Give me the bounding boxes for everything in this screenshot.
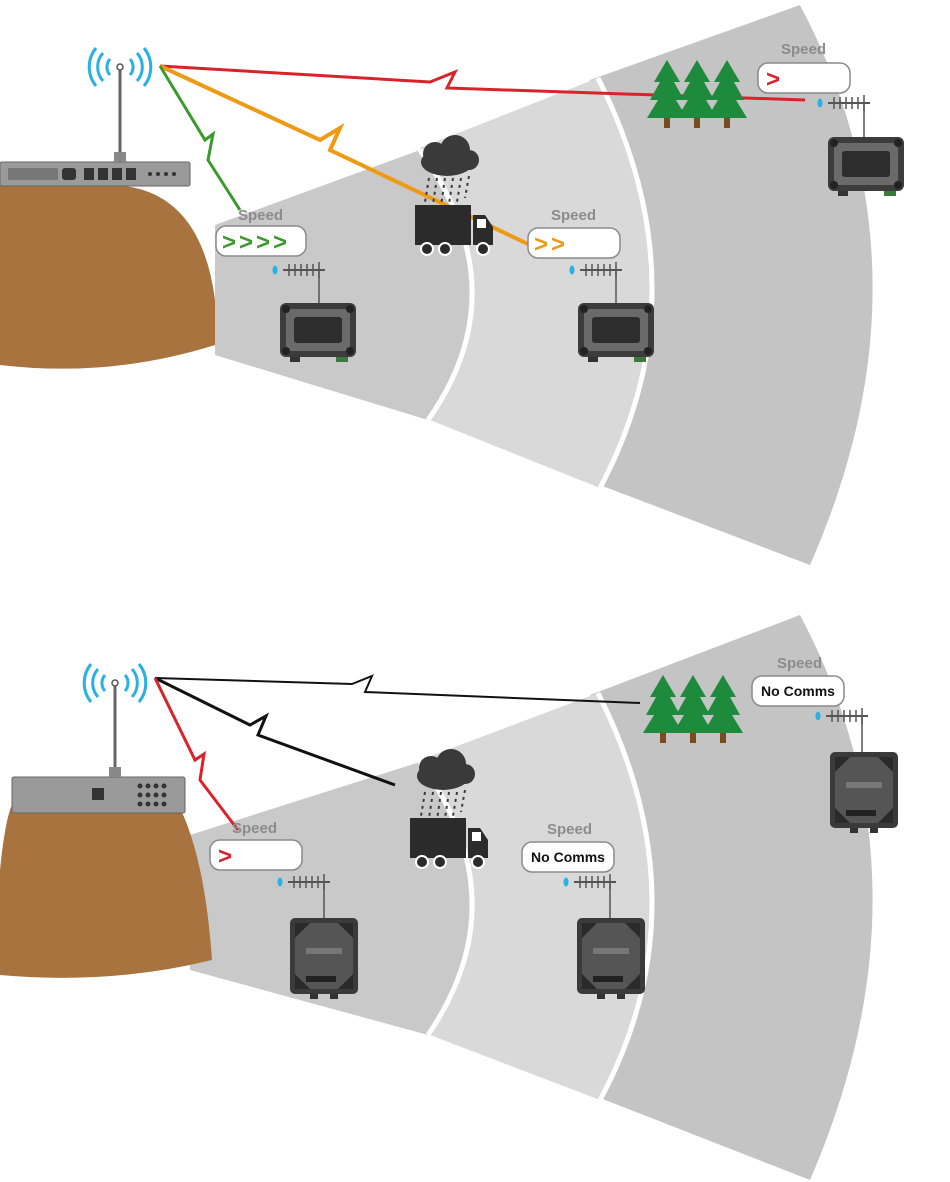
top-ground-hill [0, 184, 215, 369]
top-link-near [160, 66, 240, 210]
bottom-near-speed-label: Speed [232, 820, 277, 837]
bottom-near-remote-radio-icon [290, 918, 358, 999]
bottom-far-speed-label: Speed [777, 655, 822, 672]
bottom-far-remote-radio-icon [830, 752, 898, 833]
top-panel: Speed >>>> Speed >> Speed > [0, 5, 904, 565]
bottom-panel: Speed > Speed No Comms Speed No Comms [0, 615, 898, 1180]
top-far-remote-radio-icon [828, 137, 904, 196]
top-far-speed-value: > [766, 66, 780, 93]
bottom-mid-speed-value: No Comms [531, 849, 605, 865]
top-base-station [0, 162, 190, 186]
top-mid-remote-radio-icon [578, 303, 654, 362]
top-near-speed-value: >>>> [222, 229, 290, 256]
bottom-mid-remote-radio-icon [577, 918, 645, 999]
bottom-base-antenna-icon [84, 664, 146, 777]
top-mid-speed-value: >> [534, 231, 568, 258]
bottom-link-far [155, 676, 640, 703]
bottom-near-speed-value: > [218, 843, 232, 870]
bottom-base-station [12, 777, 185, 813]
bottom-trees-icon [643, 675, 743, 743]
bottom-mid-speed-label: Speed [547, 821, 592, 838]
top-trees-icon [647, 60, 747, 128]
bottom-link-mid [155, 678, 395, 785]
top-near-remote-radio-icon [280, 303, 356, 362]
top-far-speed-label: Speed [781, 41, 826, 58]
bottom-ground-hill [0, 804, 212, 978]
top-mid-speed-label: Speed [551, 207, 596, 224]
bottom-far-speed-value: No Comms [761, 683, 835, 699]
top-zone-near [215, 150, 472, 420]
top-base-antenna-icon [89, 48, 151, 162]
top-near-speed-label: Speed [238, 207, 283, 224]
